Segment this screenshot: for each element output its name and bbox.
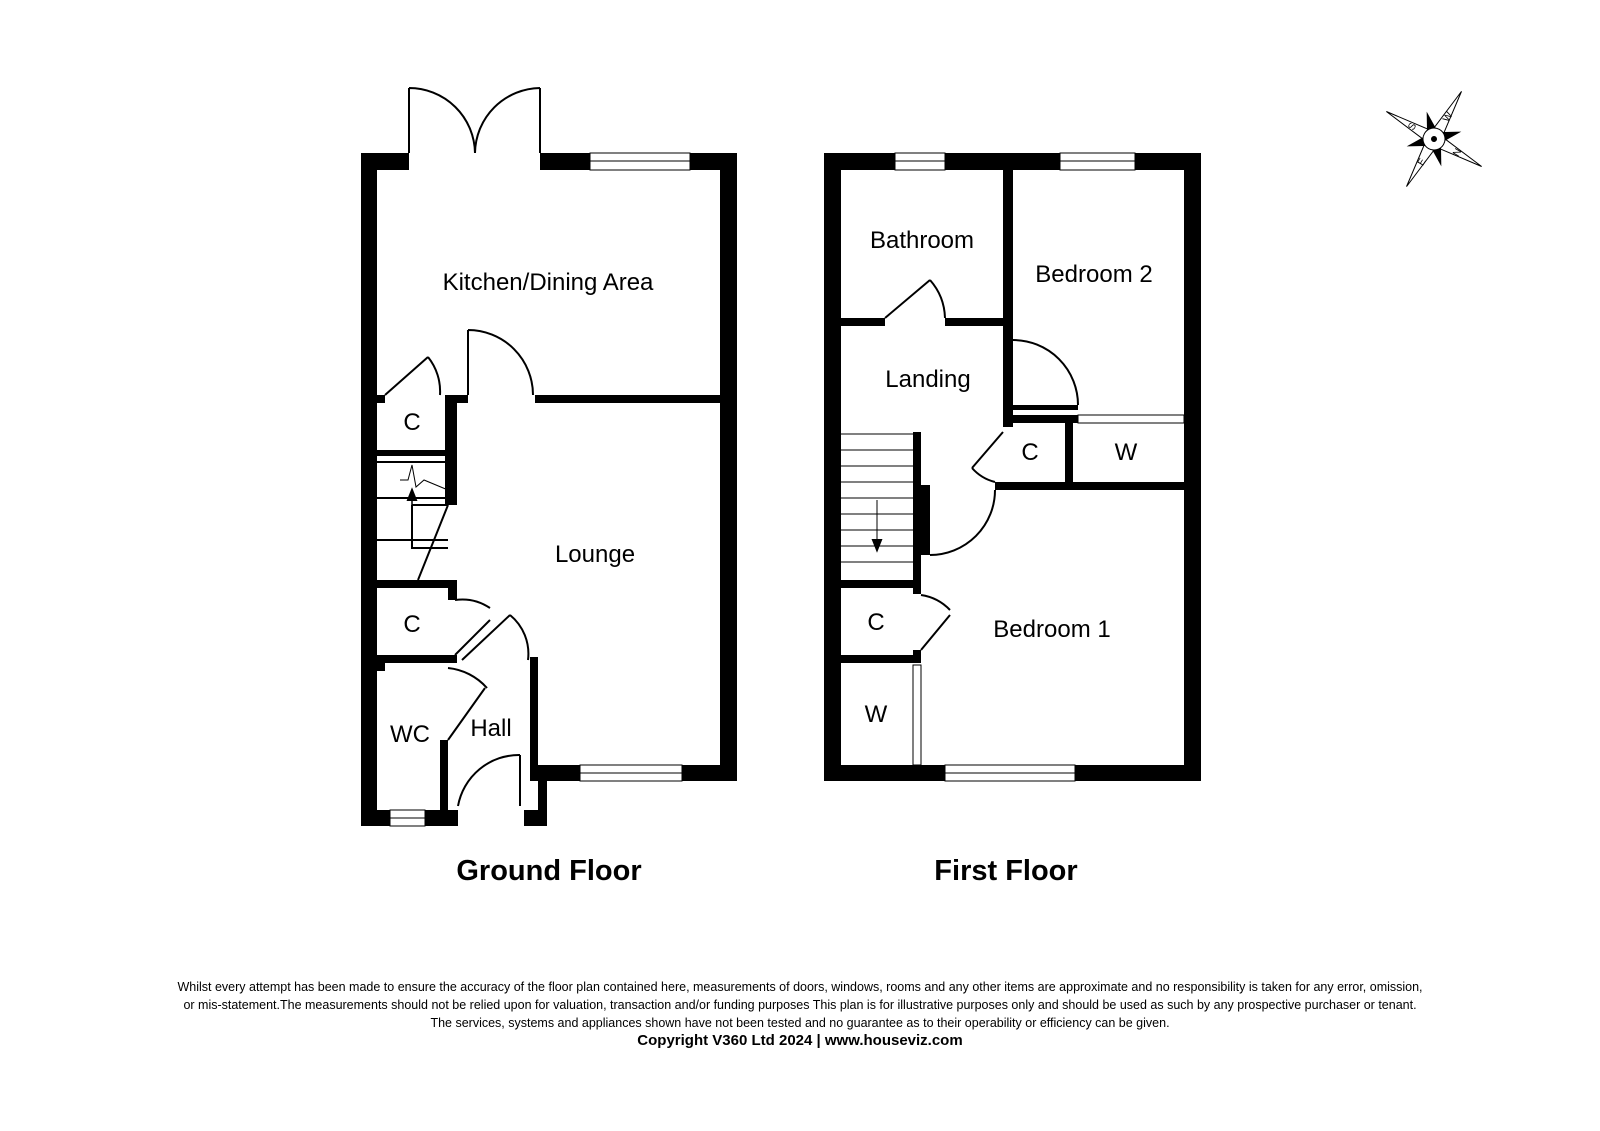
room-label-cupboard: C bbox=[1021, 439, 1038, 466]
room-label-wc: WC bbox=[390, 721, 430, 748]
room-label-cupboard: C bbox=[403, 409, 420, 436]
compass-label-e: E bbox=[1416, 156, 1429, 168]
room-label-wardrobe: W bbox=[1115, 439, 1138, 466]
first-floor-doors bbox=[841, 279, 1079, 651]
room-label-lounge: Lounge bbox=[555, 541, 635, 568]
disclaimer-line-2: or mis-statement.The measurements should… bbox=[183, 998, 1417, 1012]
first-floor-plan bbox=[824, 152, 1201, 782]
floor-title-first: First Floor bbox=[934, 855, 1077, 887]
room-label-bathroom: Bathroom bbox=[870, 227, 974, 254]
room-label-kitchen: Kitchen/Dining Area bbox=[443, 269, 654, 296]
copyright: Copyright V360 Ltd 2024 | www.houseviz.c… bbox=[637, 1032, 963, 1049]
compass-icon: S E N W bbox=[1386, 91, 1482, 187]
room-label-cupboard: C bbox=[867, 609, 884, 636]
room-label-cupboard: C bbox=[403, 611, 420, 638]
room-label-bedroom-2: Bedroom 2 bbox=[1035, 261, 1152, 288]
disclaimer: Whilst every attempt has been made to en… bbox=[0, 978, 1600, 1050]
room-label-wardrobe: W bbox=[865, 701, 888, 728]
room-label-bedroom-1: Bedroom 1 bbox=[993, 616, 1110, 643]
room-label-hall: Hall bbox=[470, 715, 511, 742]
floor-title-ground: Ground Floor bbox=[456, 855, 641, 887]
disclaimer-line-1: Whilst every attempt has been made to en… bbox=[177, 980, 1423, 994]
ground-floor-plan bbox=[361, 152, 737, 827]
compass-label-s: S bbox=[1406, 121, 1419, 133]
ground-floor-doors bbox=[377, 87, 541, 807]
first-floor-labels: Bathroom Bedroom 2 Landing C W Bedroom 1… bbox=[865, 227, 1153, 887]
disclaimer-line-3: The services, systems and appliances sho… bbox=[430, 1016, 1170, 1030]
compass-label-n: N bbox=[1451, 147, 1464, 159]
ground-floor-labels: Kitchen/Dining Area Lounge C C WC Hall G… bbox=[390, 269, 654, 887]
room-label-landing: Landing bbox=[885, 366, 970, 393]
